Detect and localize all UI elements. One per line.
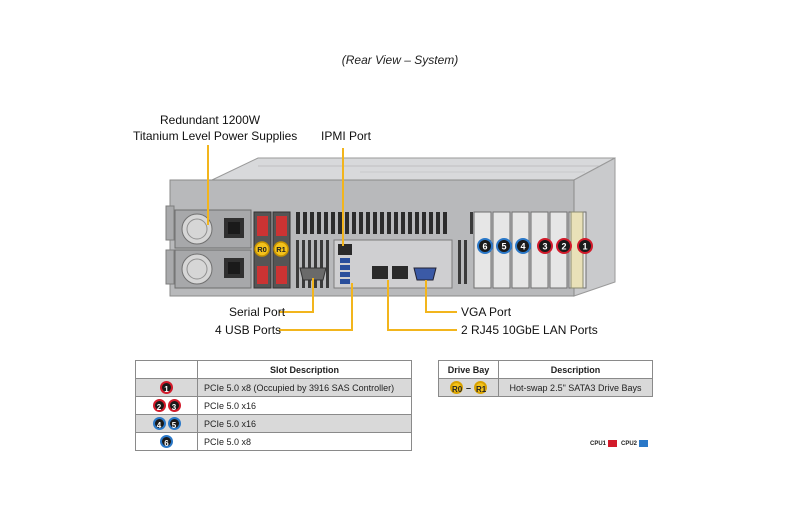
drive-badge-cell: R0–R1 [438,378,499,397]
svg-text:6: 6 [482,242,487,252]
svg-text:R1: R1 [276,245,286,254]
callout-lines [207,145,457,331]
power-supply-2 [174,249,252,289]
slot-badge-6: 6 [477,238,493,254]
usb-port [340,258,350,263]
drive-badge-r0: R0 [449,381,463,394]
range-dash: – [465,382,471,393]
slot-description: PCIe 5.0 x8 (Occupied by 3916 SAS Contro… [197,378,412,397]
slot-badge: 6 [160,435,173,448]
ipmi-callout: IPMI Port [321,129,372,143]
slot-badge: 1 [160,381,173,394]
slot-badge-5: 5 [496,238,512,254]
svg-text:2: 2 [561,242,566,252]
slot-badge: 4 [152,417,166,430]
serial-callout: Serial Port [229,305,286,319]
usb-port [340,265,350,270]
lan-port-2 [392,266,408,279]
drive-label-r0: R0 [254,241,270,257]
description-col-header: Slot Description [197,360,412,379]
chassis-top-cover [211,157,616,181]
drive-label-r1: R1 [273,241,289,257]
svg-text:3: 3 [542,242,547,252]
slot-description: PCIe 5.0 x8 [197,432,412,451]
power-supply-1 [174,209,252,249]
psu-callout-line1: Redundant 1200W [160,113,261,127]
svg-text:R0: R0 [257,245,267,254]
slot-badge-cell: 6 [135,432,198,451]
figure-caption: (Rear View – System) [341,53,459,67]
svg-text:1: 1 [582,242,587,252]
drive-description-col-header: Description [498,360,653,379]
cpu2-label: CPU2 [621,441,638,448]
svg-text:4: 4 [520,242,525,252]
slot-badge: 5 [167,417,181,430]
drive-bay-table: Drive Bay Description R0–R1 Hot-swap 2.5… [438,360,653,397]
slot-col-header [135,360,198,379]
drive-badge-r1: R1 [474,381,487,394]
cpu-legend: CPU1 CPU2 [590,440,652,447]
drive-description: Hot-swap 2.5" SATA3 Drive Bays [498,378,653,397]
cpu2-swatch [639,440,649,447]
lan-callout: 2 RJ45 10GbE LAN Ports [461,323,598,337]
table-row: 6 PCIe 5.0 x8 [135,432,412,451]
cpu1-swatch [608,440,618,447]
slot-description: PCIe 5.0 x16 [197,396,412,415]
lan-port-1 [372,266,388,279]
vga-port [413,267,437,281]
usb-port [340,279,350,284]
slot-description: PCIe 5.0 x16 [197,414,412,433]
slot-badge: 2 [152,399,166,412]
slot-badge-3: 3 [537,238,553,254]
slot-badge-4: 4 [515,238,531,254]
cpu1-label: CPU1 [590,441,607,448]
slot-badge-2: 2 [556,238,572,254]
table-row: 1 PCIe 5.0 x8 (Occupied by 3916 SAS Cont… [135,378,412,397]
usb-port [340,272,350,277]
table-header-row: Slot Description [135,360,412,379]
usb-callout: 4 USB Ports [215,323,282,337]
ipmi-port [338,244,352,255]
psu-callout-line2: Titanium Level Power Supplies [133,129,298,143]
slot-description-table: Slot Description 1 PCIe 5.0 x8 (Occupied… [135,360,412,451]
vga-callout: VGA Port [461,305,512,319]
slot-badge: 3 [167,399,181,412]
vent-grid [296,212,447,234]
drive-bay-col-header: Drive Bay [438,360,499,379]
svg-text:5: 5 [501,242,506,252]
serial-port [299,267,327,281]
table-header-row: Drive Bay Description [438,360,653,379]
slot-badge-cell: 1 [135,378,198,397]
slot-badge-1: 1 [577,238,593,254]
table-row: R0–R1 Hot-swap 2.5" SATA3 Drive Bays [438,378,653,397]
